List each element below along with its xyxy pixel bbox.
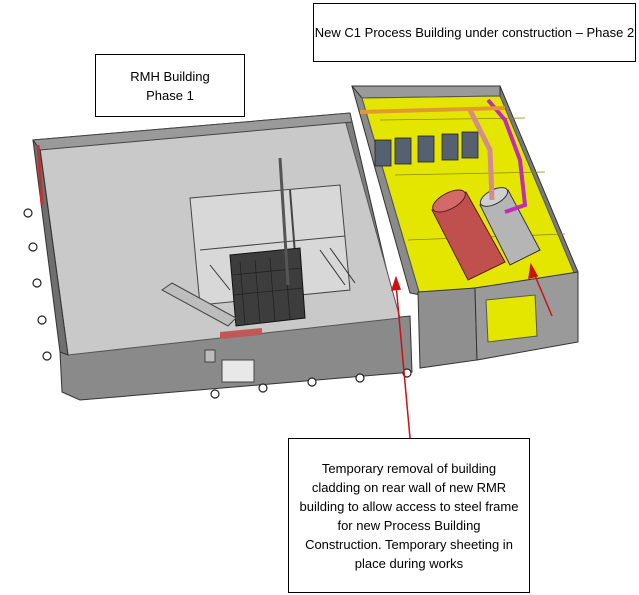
- rmh-building-label-text: RMH Building Phase 1: [130, 68, 210, 103]
- cladding-note-callout: Temporary removal of building cladding o…: [288, 438, 530, 593]
- rmh-building-label: RMH Building Phase 1: [95, 54, 245, 117]
- survey-markers: [23, 208, 412, 399]
- c1-building-label-text: New C1 Process Building under constructi…: [314, 25, 635, 40]
- c1-building-label: New C1 Process Building under constructi…: [313, 3, 636, 62]
- c1-process-building-model: [351, 85, 579, 369]
- process-tank-red: [431, 189, 506, 281]
- rmh-building-model: [23, 112, 413, 401]
- cladding-note-text: Temporary removal of building cladding o…: [299, 460, 519, 571]
- callout-arrows: [390, 262, 553, 439]
